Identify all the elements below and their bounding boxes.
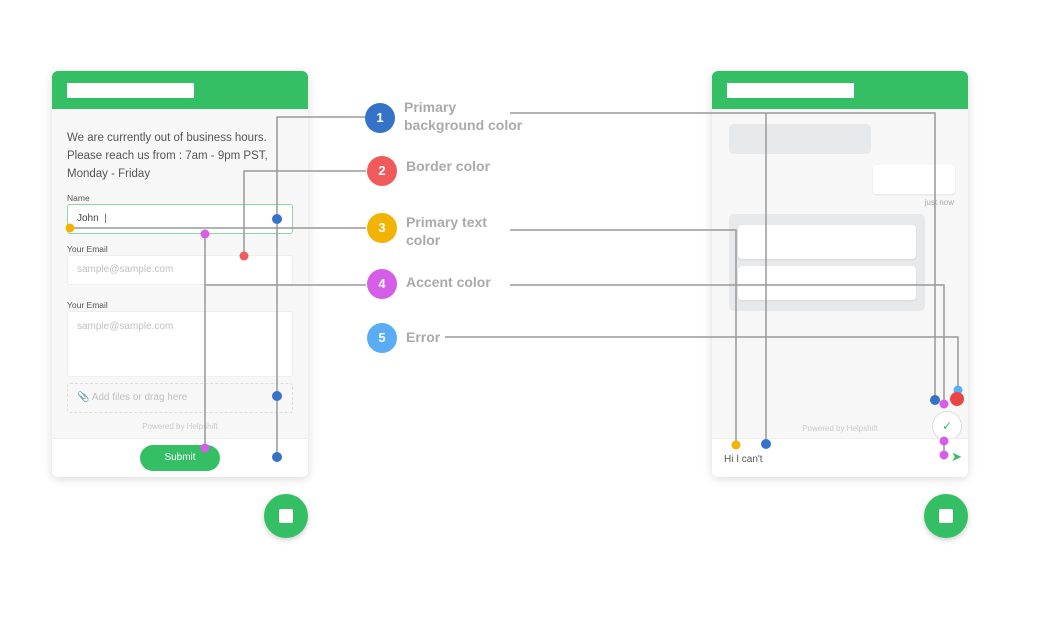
legend-label-3: Primary text color [406,214,487,248]
powered-by: Powered by Helpshift [142,422,218,431]
form-footer: Submit [52,438,308,477]
legend-label-5: Error [406,329,441,345]
legend-number-3: 3 [367,213,397,243]
check-icon[interactable]: ✓ [932,411,962,441]
widget-header [52,71,308,109]
legend-number-4: 4 [367,269,397,299]
connector-2-left [243,170,366,256]
powered-by: Powered by Helpshift [802,424,878,433]
user-message-bubble [873,165,955,194]
legend-number-2: 2 [367,156,397,186]
name-field[interactable]: John | [67,204,293,234]
legend-number-1: 1 [365,103,395,133]
timestamp: just now [924,198,954,207]
chat-widget: just now ✓ Powered by Helpshift Hi I can… [712,71,968,477]
legend-label-2: Border color [406,158,491,174]
legend-number-5: 5 [367,323,397,353]
stop-icon [279,509,293,523]
option-item[interactable] [738,225,916,259]
marker-dot [65,223,75,233]
marker-dot [761,439,771,449]
marker-dot [272,214,282,224]
marker-dot [930,395,940,405]
chat-input-bar: Hi I can't ➤ [712,438,968,477]
attach-files-area[interactable]: 📎 Add files or drag here [67,383,293,413]
option-item[interactable] [738,266,916,300]
marker-dot [272,391,282,401]
message-line: Please reach us from : 7am - 9pm PST, [67,150,268,162]
paperclip-icon: 📎 [77,392,90,403]
options-panel [729,214,925,311]
launcher-button[interactable] [264,494,308,538]
offline-message: We are currently out of business hours. … [67,129,268,183]
header-title-placeholder [727,83,854,98]
marker-dot [200,443,210,453]
email2-field[interactable]: sample@sample.com [67,311,293,377]
legend-label-1: Primary background color [404,99,523,133]
connector-1-left [276,116,365,457]
connector-4-left [204,234,366,448]
marker-dot [272,452,282,462]
form-widget: We are currently out of business hours. … [52,71,308,477]
launcher-button[interactable] [924,494,968,538]
message-line: We are currently out of business hours. [67,132,267,144]
email-label: Your Email [67,244,108,254]
agent-message-bubble [729,124,871,154]
name-label: Name [67,193,90,203]
widget-header [712,71,968,109]
marker-dot [239,251,249,261]
stop-icon [939,509,953,523]
name-value: John [77,213,99,224]
attach-label: Add files or drag here [91,392,188,403]
connector-3-right [510,229,737,445]
connector-5-right [445,336,959,390]
marker-dot [939,399,949,409]
message-line: Monday - Friday [67,168,151,180]
send-icon[interactable]: ➤ [951,449,962,464]
connector-1-right [510,112,936,444]
chat-input[interactable]: Hi I can't [724,454,763,465]
error-dot [950,392,964,406]
marker-dot [731,440,741,450]
header-title-placeholder [67,83,194,98]
marker-dot [200,229,210,239]
marker-dot [939,436,949,446]
legend-label-4: Accent color [406,274,491,290]
marker-dot [939,450,949,460]
email2-label: Your Email [67,300,108,310]
connector-4-right [510,284,945,455]
email-field[interactable]: sample@sample.com [67,255,293,285]
